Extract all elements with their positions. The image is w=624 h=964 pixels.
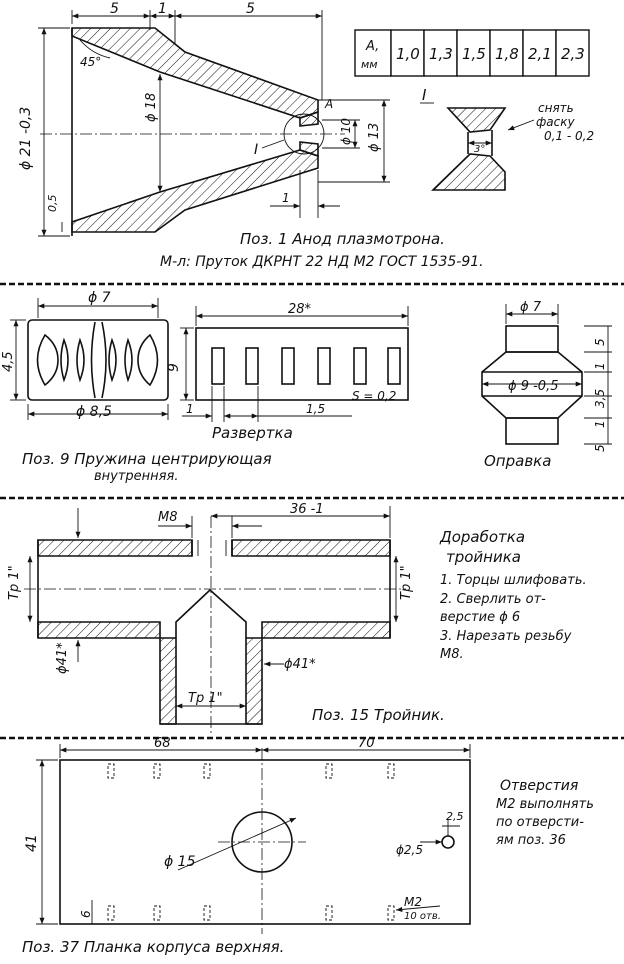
section-mark-I: I — [254, 142, 258, 158]
part15-tee: М8 36 -1 Тр 1" Тр 1" Тр 1" ϕ41* ϕ41* Дор… — [7, 502, 587, 735]
strip-dim-left: 9 — [166, 363, 182, 372]
chamfer-note-3: 0,1 - 0,2 — [544, 129, 594, 143]
dim-top-right: 5 — [246, 1, 255, 17]
dim-6: 6 — [79, 910, 93, 918]
part37-caption: Поз. 37 Планка корпуса верхняя. — [22, 938, 284, 956]
dia-13: ϕ 13 — [367, 123, 382, 152]
mandrel-dim-right: 1 — [593, 420, 607, 428]
table-value: 2,1 — [528, 45, 552, 63]
dim-0-5: 0,5 — [46, 195, 59, 213]
tee-note: 3. Нарезать резьбу — [440, 629, 572, 644]
spring-dim-bottom: ϕ 8,5 — [76, 404, 112, 420]
spring-dim-left: 4,5 — [1, 351, 16, 372]
strip-thickness: S = 0,2 — [352, 389, 396, 403]
part1-anode-section: I 5 1 5 45° ϕ 21 -0,3 0,5 ϕ 18 ϕ 10 — [18, 1, 390, 237]
anode-upper-wall — [71, 27, 319, 119]
strip-dim-1-5: 1,5 — [306, 402, 325, 416]
anode-nozzle-upper — [299, 110, 319, 127]
chamfer-note-1: снять — [538, 101, 574, 115]
mandrel-caption: Оправка — [484, 452, 551, 470]
thread-left: Тр 1" — [7, 565, 22, 600]
chamfer-dim: 3° — [474, 144, 485, 155]
notes-title-1: Доработка — [439, 528, 525, 546]
label-A: A — [324, 97, 333, 111]
a-values-table: A, мм 1,0 1,3 1,5 1,8 2,1 2,3 — [354, 29, 590, 77]
mandrel-dim-right: 1 — [593, 362, 607, 370]
part1-caption: Поз. 1 Анод плазмотрона. — [240, 230, 445, 248]
part15-caption: Поз. 15 Тройник. — [312, 706, 445, 724]
dim-70: 70 — [358, 736, 375, 751]
detail-mark: I — [422, 86, 427, 104]
mandrel-dim-right: 5 — [593, 444, 607, 452]
detail-circle — [283, 113, 325, 155]
strip-dim-1: 1 — [186, 402, 194, 416]
anode-nozzle-lower — [299, 141, 319, 158]
dim-1: 1 — [282, 191, 290, 205]
angle-45: 45° — [80, 55, 101, 69]
mandrel-dim-top: ϕ 7 — [520, 300, 542, 315]
dim-2-5: 2,5 — [446, 810, 464, 823]
mandrel-dim-mid: ϕ 9 -0,5 — [508, 379, 558, 394]
dia-2-5: ϕ2,5 — [396, 843, 423, 857]
spring-dim-top: ϕ 7 — [88, 290, 111, 306]
dim-41: 41 — [24, 834, 40, 852]
mandrel-dim-right: 5 — [593, 338, 607, 346]
plate-note: Отверстия — [500, 778, 578, 794]
notes-title-2: тройника — [446, 548, 521, 566]
dia-left: ϕ41* — [55, 642, 70, 674]
table-value: 2,3 — [561, 45, 585, 63]
part9-spring: ϕ 7 ϕ 8,5 4,5 28* 9 1 1,5 S = 0,2 Раз — [1, 290, 612, 484]
part37-plate: 68 70 41 6 ϕ 15 ϕ2,5 2,5 М2 10 отв. Отве… — [22, 736, 594, 956]
table-value: 1,5 — [462, 45, 486, 63]
m2-count: 10 отв. — [404, 911, 441, 922]
tee-note: верстие ϕ 6 — [440, 610, 520, 625]
dia-15: ϕ 15 — [164, 854, 196, 870]
part9-caption-line1: Поз. 9 Пружина центрирующая — [22, 450, 272, 468]
chamfer-note-2: фаску — [536, 115, 575, 129]
dim-68: 68 — [154, 736, 171, 751]
table-value: 1,0 — [396, 45, 420, 63]
detail-I-chamfer: I 3° снять фаску 0,1 - 0,2 — [420, 86, 594, 191]
m2-label: М2 — [404, 895, 422, 909]
strip-caption: Развертка — [212, 424, 293, 442]
strip-dim-top: 28* — [288, 302, 312, 317]
dim-top-mid: 1 — [158, 1, 167, 17]
dia-10: ϕ 10 — [339, 118, 353, 145]
part9-caption-line2: внутренняя. — [94, 469, 178, 484]
tee-note: М8. — [440, 647, 464, 662]
thread-bottom: Тр 1" — [188, 691, 223, 706]
table-value: 1,8 — [495, 45, 519, 63]
dim-36: 36 -1 — [290, 502, 324, 517]
thread-right: Тр 1" — [399, 565, 414, 600]
dia-right: ϕ41* — [284, 657, 316, 672]
plate-note: по отверсти- — [496, 815, 584, 830]
plate-note: ям поз. 36 — [496, 833, 566, 848]
table-header-mm: мм — [361, 58, 378, 71]
table-header-a: A, — [365, 39, 379, 54]
dia-18: ϕ 18 — [144, 93, 159, 122]
tee-note: 2. Сверлить от- — [440, 592, 546, 607]
tee-note: 1. Торцы шлифовать. — [440, 573, 587, 588]
table-value: 1,3 — [429, 45, 453, 63]
dim-top-left: 5 — [110, 1, 119, 17]
plate-note: М2 выполнять — [496, 797, 594, 812]
part1-material: М-л: Пруток ДКРНТ 22 НД М2 ГОСТ 1535-91. — [160, 254, 484, 270]
mandrel-dim-right: 3,5 — [593, 389, 607, 408]
dim-m8: М8 — [158, 510, 178, 525]
dia-outer-21: ϕ 21 -0,3 — [18, 107, 34, 170]
